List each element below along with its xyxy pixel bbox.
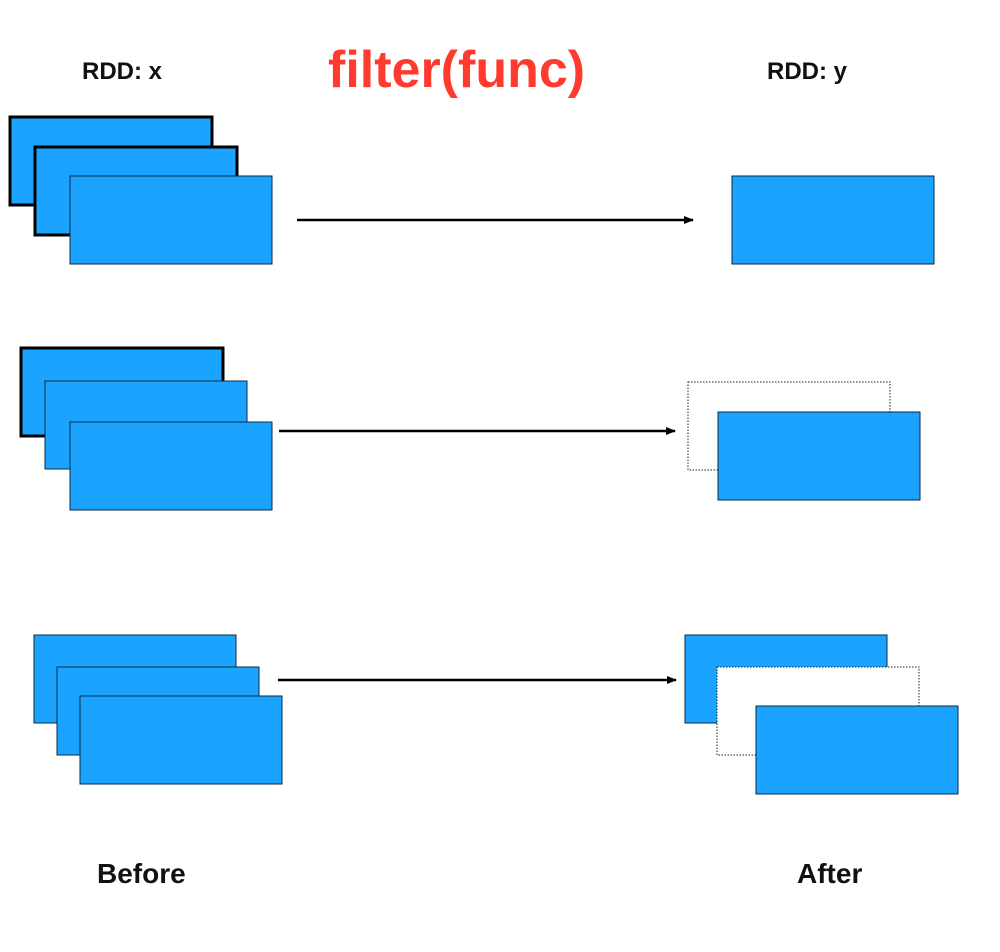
rdd-x-row-3-partition-3 [79,695,283,785]
rdd-y-row-1-partition-1 [731,175,935,265]
rdd-x-row-2-partition-3 [69,421,273,511]
before-label: Before [97,858,186,889]
rdd-x-label: RDD: x [82,58,163,85]
rdd-y-label: RDD: y [767,58,848,85]
rdd-y-row-3-partition-3 [755,705,959,795]
rdd-x-row-1-partition-3 [69,175,273,265]
after-label: After [797,858,863,889]
diagram-title: filter(func) [328,41,586,99]
rdd-y-row-2-partition-2 [717,411,921,501]
